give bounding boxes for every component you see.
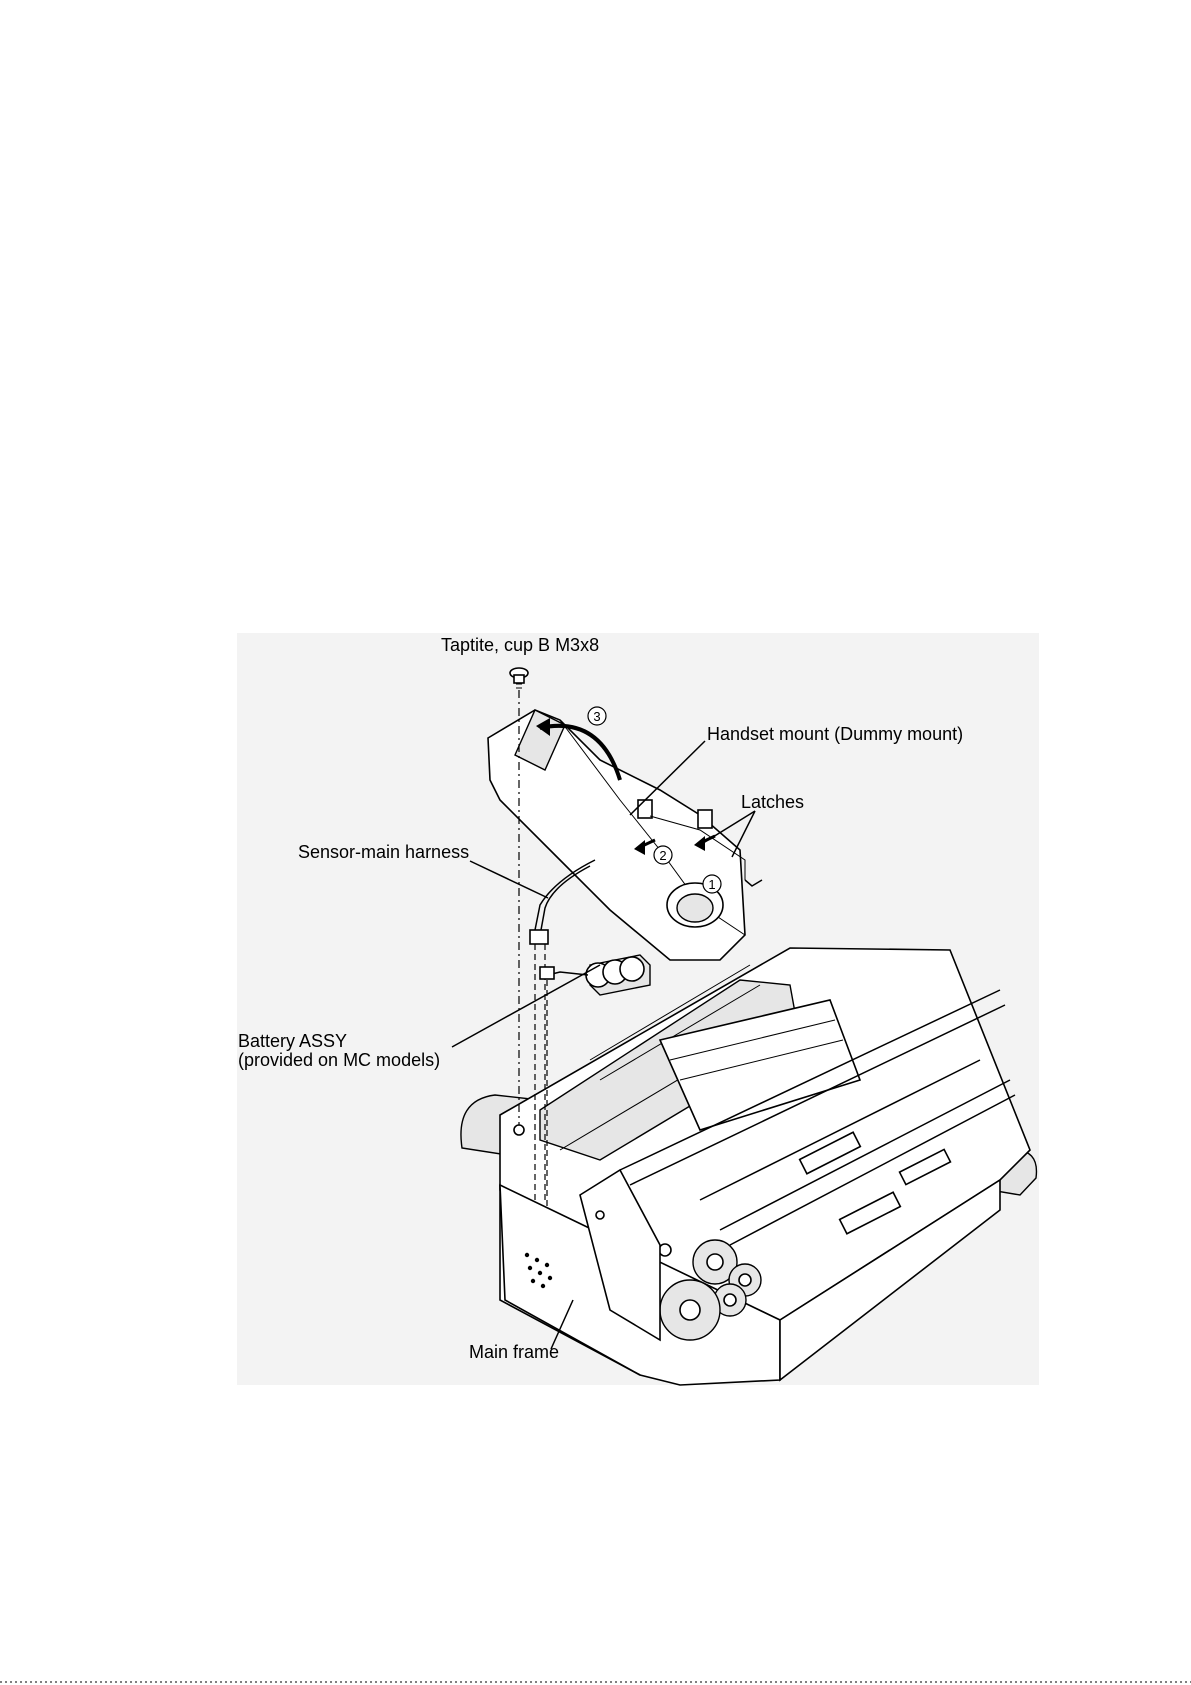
step-marker-1: 1 (703, 875, 721, 893)
latch-left (638, 800, 652, 818)
label-battery-line2: (provided on MC models) (238, 1050, 440, 1070)
label-harness: Sensor-main harness (298, 842, 469, 862)
label-latches: Latches (741, 792, 804, 812)
label-screw: Taptite, cup B M3x8 (441, 635, 599, 655)
svg-text:2: 2 (659, 848, 666, 863)
label-handset-mount: Handset mount (Dummy mount) (707, 724, 963, 744)
label-battery-line1: Battery ASSY (238, 1031, 347, 1051)
latch-right (698, 810, 712, 828)
step-marker-3: 3 (588, 707, 606, 725)
svg-text:3: 3 (593, 709, 600, 724)
label-main-frame: Main frame (469, 1342, 559, 1362)
svg-text:1: 1 (708, 877, 715, 892)
step-marker-2: 2 (654, 846, 672, 864)
